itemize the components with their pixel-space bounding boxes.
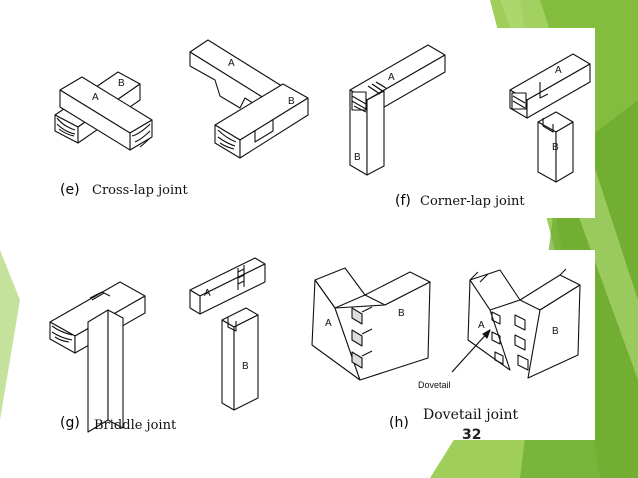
- part-letter-a: A: [228, 58, 235, 69]
- part-letter-a: A: [325, 318, 332, 329]
- dovetail-assembled-drawing: [311, 267, 431, 381]
- briddle-exploded-drawing: [189, 257, 266, 411]
- dovetail-exploded-drawing: [451, 268, 581, 379]
- part-letter-b: B: [398, 308, 405, 319]
- joint-letter-e: (e): [60, 182, 80, 198]
- joint-name-dovetail: Dovetail joint: [423, 407, 519, 423]
- part-letter-b: B: [552, 142, 559, 153]
- joint-letter-g: (g): [60, 415, 80, 431]
- part-letter-b: B: [118, 78, 125, 89]
- cross-lap-assembled-drawing: [54, 71, 153, 151]
- part-letter-a: A: [555, 65, 562, 76]
- part-letter-a: A: [478, 320, 485, 331]
- part-letter-b: B: [242, 361, 249, 372]
- part-letter-b: B: [288, 96, 295, 107]
- dovetail-callout: Dovetail: [418, 380, 451, 390]
- joint-letter-h: (h): [389, 415, 409, 431]
- cross-lap-exploded-drawing: [189, 39, 309, 159]
- part-letters: B A A B A B A B A B A B A B Dovetail: [92, 58, 562, 390]
- briddle-assembled-drawing: [49, 281, 146, 433]
- page-number: 32: [462, 427, 482, 443]
- part-letter-b: B: [552, 326, 559, 337]
- joint-name-corner-lap: Corner-lap joint: [420, 194, 525, 209]
- part-letter-a: A: [388, 72, 395, 83]
- joint-letter-f: (f): [395, 193, 411, 209]
- part-letter-a: A: [204, 288, 211, 299]
- joint-name-briddle: Briddle joint: [94, 418, 177, 433]
- joint-name-cross-lap: Cross-lap joint: [92, 183, 188, 198]
- corner-lap-exploded-drawing: [509, 53, 591, 183]
- part-letter-b: B: [354, 152, 361, 163]
- corner-lap-assembled-drawing: [349, 44, 446, 176]
- part-letter-a: A: [92, 92, 99, 103]
